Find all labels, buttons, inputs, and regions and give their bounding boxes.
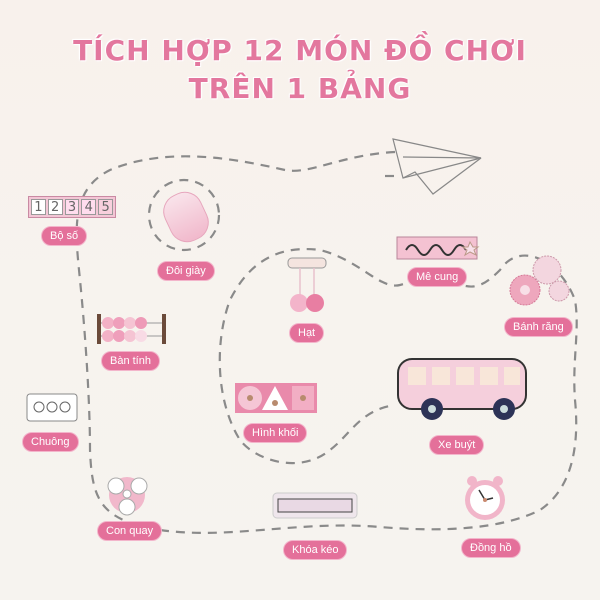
maze-icon xyxy=(396,236,480,260)
bus-icon xyxy=(397,358,527,420)
label-clock: Đồng hồ xyxy=(461,538,521,558)
digit-tile: 5 xyxy=(98,199,113,215)
abacus-icon xyxy=(97,314,166,344)
number-board-icon: 1 2 3 4 5 xyxy=(28,196,116,218)
gears-icon xyxy=(509,255,570,306)
spinner-icon xyxy=(107,477,148,516)
latch-icon xyxy=(272,492,358,519)
digit-tile: 2 xyxy=(47,199,63,215)
label-latch: Khóa kéo xyxy=(283,540,348,560)
label-beads: Hạt xyxy=(289,323,325,343)
digit-tile: 4 xyxy=(81,199,97,215)
label-spinner: Con quay xyxy=(97,521,163,541)
clock-icon xyxy=(465,476,505,520)
label-bus: Xe buýt xyxy=(429,435,485,455)
label-shoe: Đôi giày xyxy=(157,261,215,281)
label-shapes: Hình khối xyxy=(243,423,308,443)
bells-icon xyxy=(26,393,78,422)
digit-tile: 3 xyxy=(64,199,80,215)
digit-tile: 1 xyxy=(31,199,46,215)
label-abacus: Bàn tính xyxy=(101,351,160,371)
shapes-icon xyxy=(235,383,317,413)
label-maze: Mê cung xyxy=(407,267,468,287)
label-number-board: Bộ số xyxy=(41,226,88,246)
paper-plane-icon xyxy=(392,138,482,195)
label-gears: Bánh răng xyxy=(504,317,573,337)
headline-line-1: TÍCH HỢP 12 MÓN ĐỒ CHƠI xyxy=(73,34,527,67)
beads-icon xyxy=(287,257,327,312)
headline-line-2: TRÊN 1 BẢNG xyxy=(188,72,412,105)
label-bells: Chuông xyxy=(22,432,79,452)
